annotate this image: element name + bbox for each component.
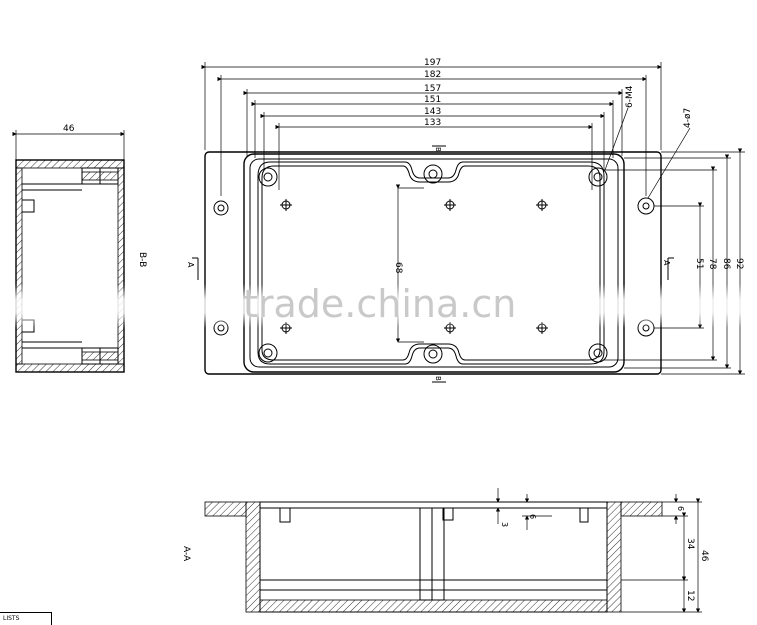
side-width-dim: 46	[63, 124, 75, 134]
dim-143: 143	[424, 107, 441, 117]
section-mark-b-top: B	[434, 147, 442, 152]
dim-78: 78	[707, 258, 717, 270]
dim-86: 86	[721, 258, 731, 270]
dim-151: 151	[424, 95, 441, 105]
side-view-bb: 46 B-B	[12, 124, 147, 373]
dim-51: 51	[694, 258, 704, 269]
aa-dim-3: 3	[500, 522, 509, 527]
section-mark-a-left: A	[186, 262, 195, 268]
side-section-label: B-B	[137, 252, 147, 267]
horizontal-dimensions: 197 182 157 151 143 133	[201, 58, 662, 196]
section-mark-b-bottom: B	[434, 376, 442, 381]
aa-dim-34: 34	[685, 538, 695, 550]
dim-92: 92	[734, 258, 744, 269]
section-view-aa: 46 34 12 6 3 6 A-A	[181, 488, 709, 613]
dim-182: 182	[424, 70, 441, 80]
watermark: trade.china.cn	[243, 282, 517, 326]
aa-dim-6-right: 6	[676, 506, 685, 511]
dim-68: 68	[393, 262, 403, 274]
callout-holes: 4-ø7	[683, 108, 693, 128]
callout-screws: 6-M4	[625, 85, 635, 108]
aa-dim-12: 12	[685, 590, 695, 601]
dim-133: 133	[424, 118, 441, 128]
dim-197: 197	[424, 58, 441, 68]
aa-section-label: A-A	[181, 546, 191, 562]
aa-dim-46: 46	[699, 550, 709, 562]
aa-dim-6-left: 6	[528, 514, 537, 519]
footer-label: LISTS	[0, 612, 52, 625]
dim-157: 157	[424, 84, 441, 94]
vertical-dimensions: 92 86 78 51	[604, 148, 745, 375]
section-mark-a-right: A	[662, 260, 671, 266]
watermark-band	[0, 284, 757, 328]
top-view: 197 182 157 151 143 133	[186, 58, 745, 383]
